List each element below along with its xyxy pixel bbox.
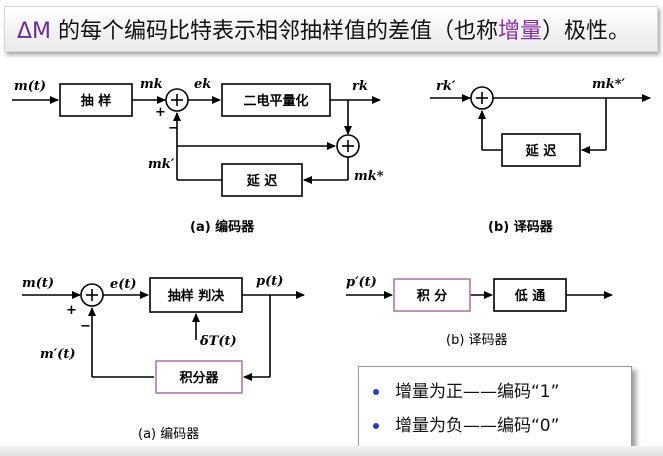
title-highlight: 增量 <box>498 19 543 44</box>
rule-positive-text: 增量为正——编码“1” <box>395 382 560 402</box>
quantizer-block <box>221 83 331 117</box>
label-m-t-c: m(t) <box>22 276 54 291</box>
title-bar: ΔM 的每个编码比特表示相邻抽样值的差值（也称增量）极性。 <box>4 6 658 52</box>
caption-d-decoder: (b) 译码器 <box>446 333 508 348</box>
bottom-strip <box>0 446 663 456</box>
label-rk: rk <box>352 79 368 94</box>
label-e-t: e(t) <box>110 277 137 292</box>
label-m-t-a: m(t) <box>14 79 46 94</box>
label-plus-a: + <box>155 105 166 120</box>
encoding-rule-box: 增量为正——编码“1” 增量为负——编码“0” <box>358 366 632 448</box>
caption-b-decoder: (b) 译码器 <box>488 220 554 235</box>
label-integrator-d: 积 分 <box>417 288 448 304</box>
decoder-diagram-b <box>430 86 651 167</box>
label-plus-c: + <box>66 303 77 318</box>
label-sampler-a: 抽 样 <box>81 93 112 109</box>
label-mk-star: mk* <box>354 169 384 184</box>
label-minus-c: − <box>80 319 91 334</box>
slide-title: ΔM 的每个编码比特表示相邻抽样值的差值（也称增量）极性。 <box>17 13 630 45</box>
encoder-diagram-a <box>12 83 381 197</box>
label-lowpass: 低 通 <box>514 288 546 304</box>
decoder-diagram-d <box>346 278 613 312</box>
integrator-block-c <box>155 360 243 394</box>
encoder-diagram-c <box>22 277 305 381</box>
sample-decide-block <box>149 277 243 313</box>
rule-positive: 增量为正——编码“1” <box>373 377 559 402</box>
label-rk-prime: rk′ <box>436 79 456 94</box>
label-ek: ek <box>194 77 211 92</box>
title-text-pre: 的每个编码比特表示相邻抽样值的差值（也称 <box>51 19 499 44</box>
bullet-dot <box>373 423 379 429</box>
label-minus-a: − <box>168 121 179 136</box>
rule-negative: 增量为负——编码“0” <box>373 411 559 436</box>
caption-a-encoder: (a) 编码器 <box>190 219 255 235</box>
label-mk-star-prime: mk*′ <box>592 77 626 92</box>
label-mk-prime: mk′ <box>148 157 175 172</box>
label-p-t: p(t) <box>256 274 283 289</box>
label-delay-a: 延 迟 <box>246 173 278 189</box>
rule-negative-text: 增量为负——编码“0” <box>395 416 560 436</box>
label-delay-b: 延 迟 <box>525 143 557 159</box>
title-text-post: ）极性。 <box>542 19 631 44</box>
label-quantizer: 二电平量化 <box>243 93 308 109</box>
label-integrator-c: 积分器 <box>179 370 219 386</box>
label-p-prime-t: p′(t) <box>346 275 377 290</box>
delay-block-b <box>501 133 581 167</box>
label-delta-t: δT(t) <box>199 334 237 349</box>
bullet-dot <box>373 389 379 395</box>
integrator-block-d <box>393 278 471 312</box>
label-sample-decide: 抽样 判决 <box>168 288 226 304</box>
caption-c-encoder: (a) 编码器 <box>138 427 199 442</box>
label-mk: mk <box>140 77 163 92</box>
delta-m-symbol: ΔM <box>17 19 52 44</box>
lowpass-block <box>493 278 567 312</box>
label-m-prime-t: m′(t) <box>40 347 76 362</box>
sampler-block-a <box>59 83 133 117</box>
